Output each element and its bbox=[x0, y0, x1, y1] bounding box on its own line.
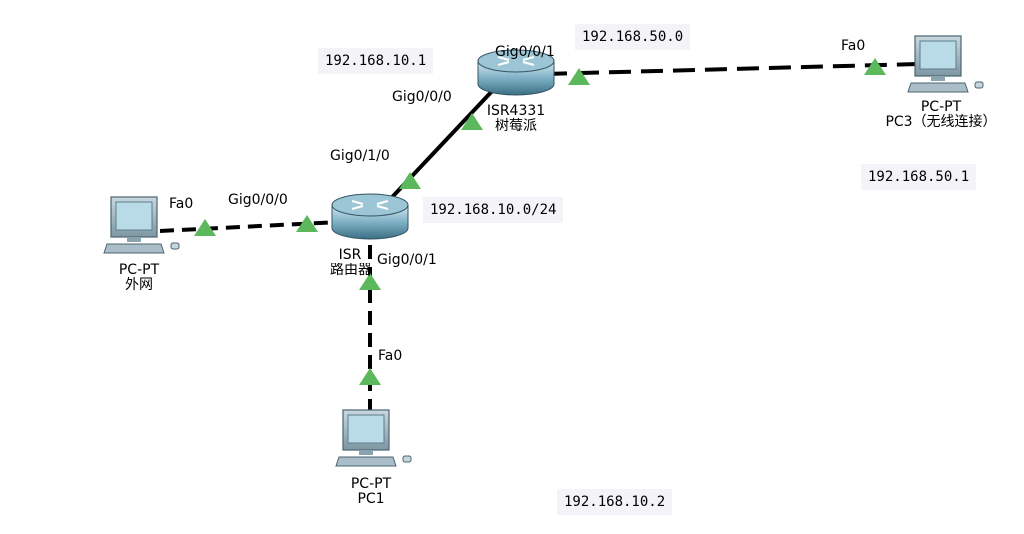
device-model: PC-PT bbox=[350, 476, 392, 492]
note-router-pi-ip[interactable]: 192.168.10.1 bbox=[318, 48, 434, 74]
note-pc1-ip[interactable]: 192.168.10.2 bbox=[557, 489, 673, 515]
pc-icon[interactable] bbox=[335, 409, 412, 467]
port-label-pi-gig000: Gig0/0/0 bbox=[392, 89, 452, 105]
port-up-indicator bbox=[399, 172, 421, 189]
router-main-label: ISR 路由器 bbox=[330, 247, 370, 277]
port-up-indicator bbox=[359, 368, 381, 385]
device-name: 外网 bbox=[125, 277, 153, 293]
device-name: 树莓派 bbox=[495, 118, 537, 134]
port-label-pc1-fa0: Fa0 bbox=[378, 348, 403, 364]
port-label-router-gig010: Gig0/1/0 bbox=[330, 148, 390, 164]
port-label-router-gig000: Gig0/0/0 bbox=[228, 192, 288, 208]
port-up-indicator bbox=[461, 113, 483, 130]
port-up-indicator bbox=[864, 58, 886, 75]
device-name: PC1 bbox=[357, 491, 385, 507]
pc-icon[interactable] bbox=[907, 35, 984, 93]
link-pi-to-pc3 bbox=[544, 62, 919, 76]
device-model: PC-PT bbox=[920, 99, 962, 115]
pc3-label: PC-PT PC3（无线连接） bbox=[856, 100, 1024, 130]
device-name: 路由器 bbox=[330, 263, 370, 276]
link-router-to-pi bbox=[378, 86, 497, 212]
port-label-pc-external-fa0: Fa0 bbox=[169, 196, 194, 212]
note-pc3-ip[interactable]: 192.168.50.1 bbox=[861, 164, 977, 190]
note-wlan-network[interactable]: 192.168.50.0 bbox=[575, 24, 691, 50]
pc1-label: PC-PT PC1 bbox=[336, 477, 406, 507]
router-icon[interactable] bbox=[477, 49, 555, 96]
port-up-indicator bbox=[568, 68, 590, 85]
port-up-indicator bbox=[296, 215, 318, 232]
link-external-to-router bbox=[159, 220, 341, 233]
device-model: ISR bbox=[338, 247, 362, 263]
router-icon[interactable] bbox=[331, 193, 409, 240]
device-model: PC-PT bbox=[118, 262, 160, 278]
port-label-pi-gig001: Gig0/0/1 bbox=[495, 44, 555, 60]
pc-external-label: PC-PT 外网 bbox=[104, 263, 174, 293]
port-label-pc3-fa0: Fa0 bbox=[841, 38, 866, 54]
pc-icon[interactable] bbox=[103, 196, 180, 254]
device-model: ISR4331 bbox=[486, 103, 546, 119]
port-label-router-gig001: Gig0/0/1 bbox=[377, 252, 437, 268]
port-up-indicator bbox=[359, 273, 381, 290]
device-name: PC3（无线连接） bbox=[885, 114, 997, 130]
note-lan-network[interactable]: 192.168.10.0/24 bbox=[423, 197, 564, 223]
port-up-indicator bbox=[194, 219, 216, 236]
router-pi-label: ISR4331 树莓派 bbox=[478, 104, 554, 134]
